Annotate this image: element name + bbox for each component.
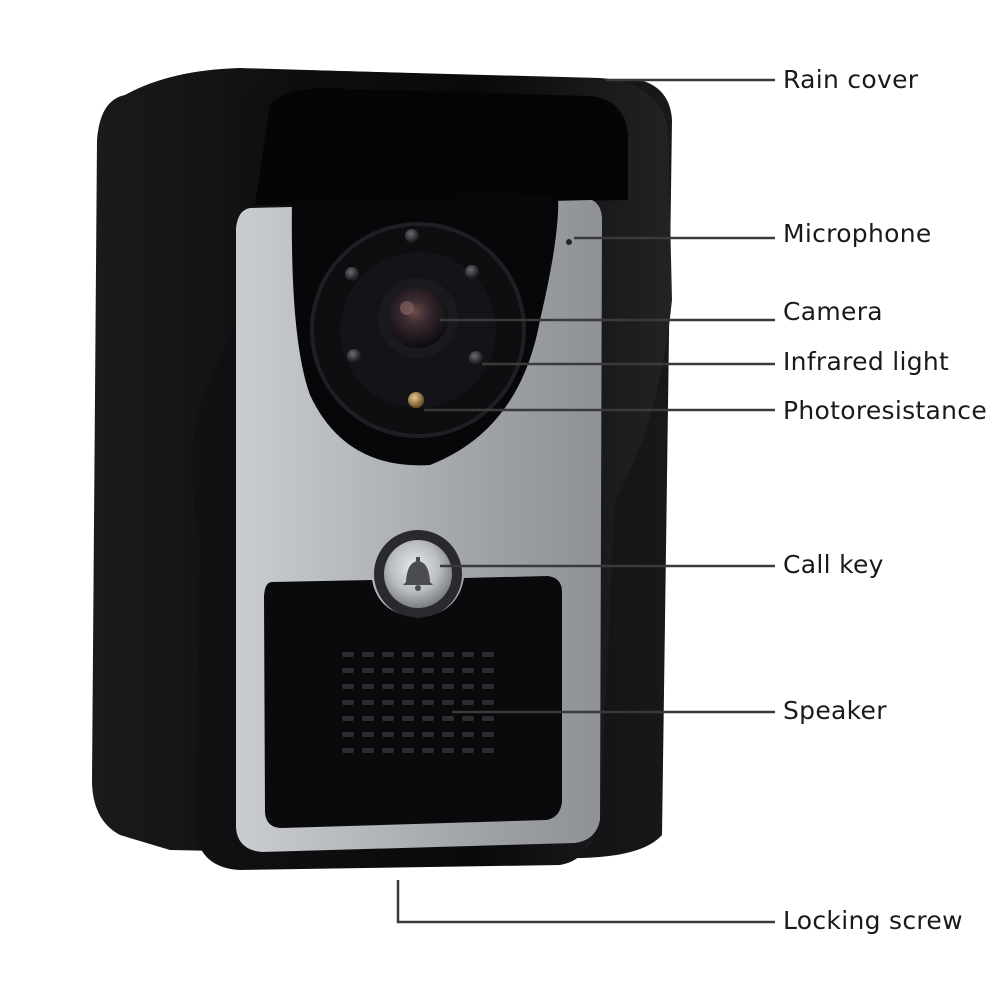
grille-slot	[362, 732, 374, 737]
label-call-key: Call key	[783, 550, 884, 579]
ir-led	[465, 265, 479, 279]
label-microphone: Microphone	[783, 219, 932, 248]
grille-slot	[342, 700, 354, 705]
microphone-hole	[566, 239, 572, 245]
grille-slot	[402, 668, 414, 673]
grille-slot	[462, 700, 474, 705]
label-infrared-light: Infrared light	[783, 347, 950, 376]
grille-slot	[362, 652, 374, 657]
grille-slot	[342, 684, 354, 689]
grille-slot	[422, 732, 434, 737]
label-rain-cover: Rain cover	[783, 65, 919, 94]
grille-slot	[462, 716, 474, 721]
grille-slot	[422, 668, 434, 673]
lens-highlight	[400, 301, 414, 315]
infrared-leds	[345, 229, 483, 365]
grille-slot	[442, 748, 454, 753]
ir-led	[345, 267, 359, 281]
grille-slot	[462, 652, 474, 657]
ir-led	[469, 351, 483, 365]
grille-slot	[442, 684, 454, 689]
grille-slot	[382, 652, 394, 657]
speaker-grille	[342, 652, 494, 753]
leader-lines	[396, 78, 775, 924]
grille-slot	[422, 700, 434, 705]
grille-slot	[402, 716, 414, 721]
grille-slot	[402, 732, 414, 737]
grille-slot	[342, 716, 354, 721]
grille-slot	[462, 684, 474, 689]
label-photoresistance: Photoresistance	[783, 396, 988, 425]
grille-slot	[482, 732, 494, 737]
grille-slot	[382, 668, 394, 673]
grille-slot	[442, 652, 454, 657]
leader-locking-screw	[396, 880, 775, 924]
grille-slot	[442, 668, 454, 673]
ir-led	[405, 229, 419, 243]
grille-slot	[402, 652, 414, 657]
label-locking-screw: Locking screw	[783, 906, 963, 935]
grille-slot	[482, 668, 494, 673]
camera-lens	[388, 288, 448, 348]
grille-slot	[382, 732, 394, 737]
grille-slot	[382, 700, 394, 705]
grille-slot	[342, 668, 354, 673]
photoresistor	[408, 392, 424, 408]
grille-slot	[422, 684, 434, 689]
grille-slot	[482, 652, 494, 657]
grille-slot	[442, 700, 454, 705]
grille-slot	[482, 700, 494, 705]
label-camera: Camera	[783, 297, 883, 326]
grille-slot	[382, 748, 394, 753]
grille-slot	[462, 732, 474, 737]
grille-slot	[422, 748, 434, 753]
bell-icon	[403, 557, 433, 591]
grille-slot	[342, 732, 354, 737]
grille-slot	[442, 716, 454, 721]
label-speaker: Speaker	[783, 696, 887, 725]
grille-slot	[422, 652, 434, 657]
grille-slot	[402, 684, 414, 689]
grille-slot	[362, 700, 374, 705]
grille-slot	[482, 684, 494, 689]
grille-slot	[362, 748, 374, 753]
grille-slot	[362, 684, 374, 689]
grille-slot	[422, 716, 434, 721]
grille-slot	[342, 748, 354, 753]
grille-slot	[402, 700, 414, 705]
ir-led	[347, 349, 361, 363]
grille-slot	[382, 684, 394, 689]
grille-slot	[442, 732, 454, 737]
grille-slot	[482, 748, 494, 753]
grille-slot	[462, 748, 474, 753]
grille-slot	[462, 668, 474, 673]
grille-slot	[382, 716, 394, 721]
grille-slot	[482, 716, 494, 721]
grille-slot	[402, 748, 414, 753]
grille-slot	[362, 716, 374, 721]
cover-hood	[255, 88, 628, 205]
grille-slot	[362, 668, 374, 673]
grille-slot	[342, 652, 354, 657]
